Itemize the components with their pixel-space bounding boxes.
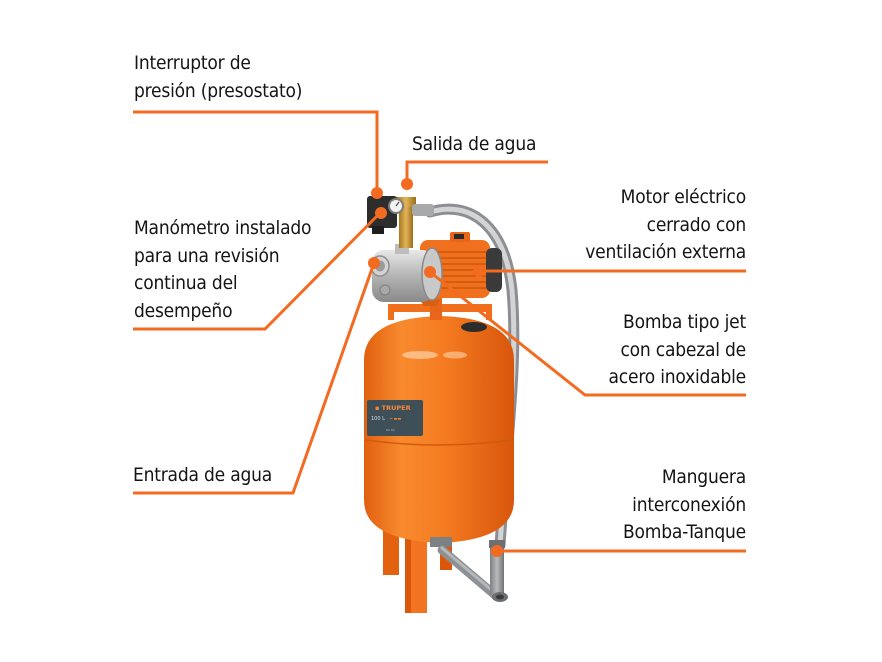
leader-presostato: [133, 110, 379, 193]
callout-motor-electrico: Motor eléctrico cerrado con ventilación …: [585, 186, 746, 263]
callout-presostato: Interruptor de presión (presostato): [134, 52, 303, 102]
dot-motor: [473, 265, 485, 277]
callout-manometro: Manómetro instalado para una revisión co…: [134, 217, 312, 322]
leader-bomba: [429, 270, 746, 397]
leader-lines: [133, 110, 746, 553]
leader-dots: [368, 178, 503, 557]
leader-entrada: [133, 262, 376, 495]
callout-bomba-jet: Bomba tipo jet con cabezal de acero inox…: [608, 311, 747, 388]
dot-bomba: [424, 266, 436, 278]
brand-plate: ▪ TRUPER 100 L ━ ▬▬ ▭ ▭: [367, 400, 423, 436]
dot-entrada: [368, 257, 380, 269]
dot-presostato: [371, 187, 383, 199]
leader-manometro: [133, 212, 381, 331]
svg-text:▭ ▭: ▭ ▭: [386, 427, 395, 432]
svg-text:━ ▬▬: ━ ▬▬: [389, 416, 401, 421]
pressure-gauge: [388, 198, 404, 214]
brand-name: ▪ TRUPER: [375, 404, 411, 412]
inlet-pipe: [430, 537, 508, 602]
outlet-manifold: [396, 197, 434, 248]
callout-salida-de-agua: Salida de agua: [412, 133, 537, 155]
svg-text:100 L: 100 L: [371, 416, 385, 422]
callout-entrada-de-agua: Entrada de agua: [133, 464, 273, 486]
dot-manometro: [375, 207, 387, 219]
dot-salida: [401, 178, 413, 190]
callout-manguera: Manguera interconexión Bomba-Tanque: [622, 466, 746, 543]
dot-manguera: [491, 545, 503, 557]
leader-salida: [405, 160, 548, 184]
pressure-tank: [364, 298, 514, 543]
